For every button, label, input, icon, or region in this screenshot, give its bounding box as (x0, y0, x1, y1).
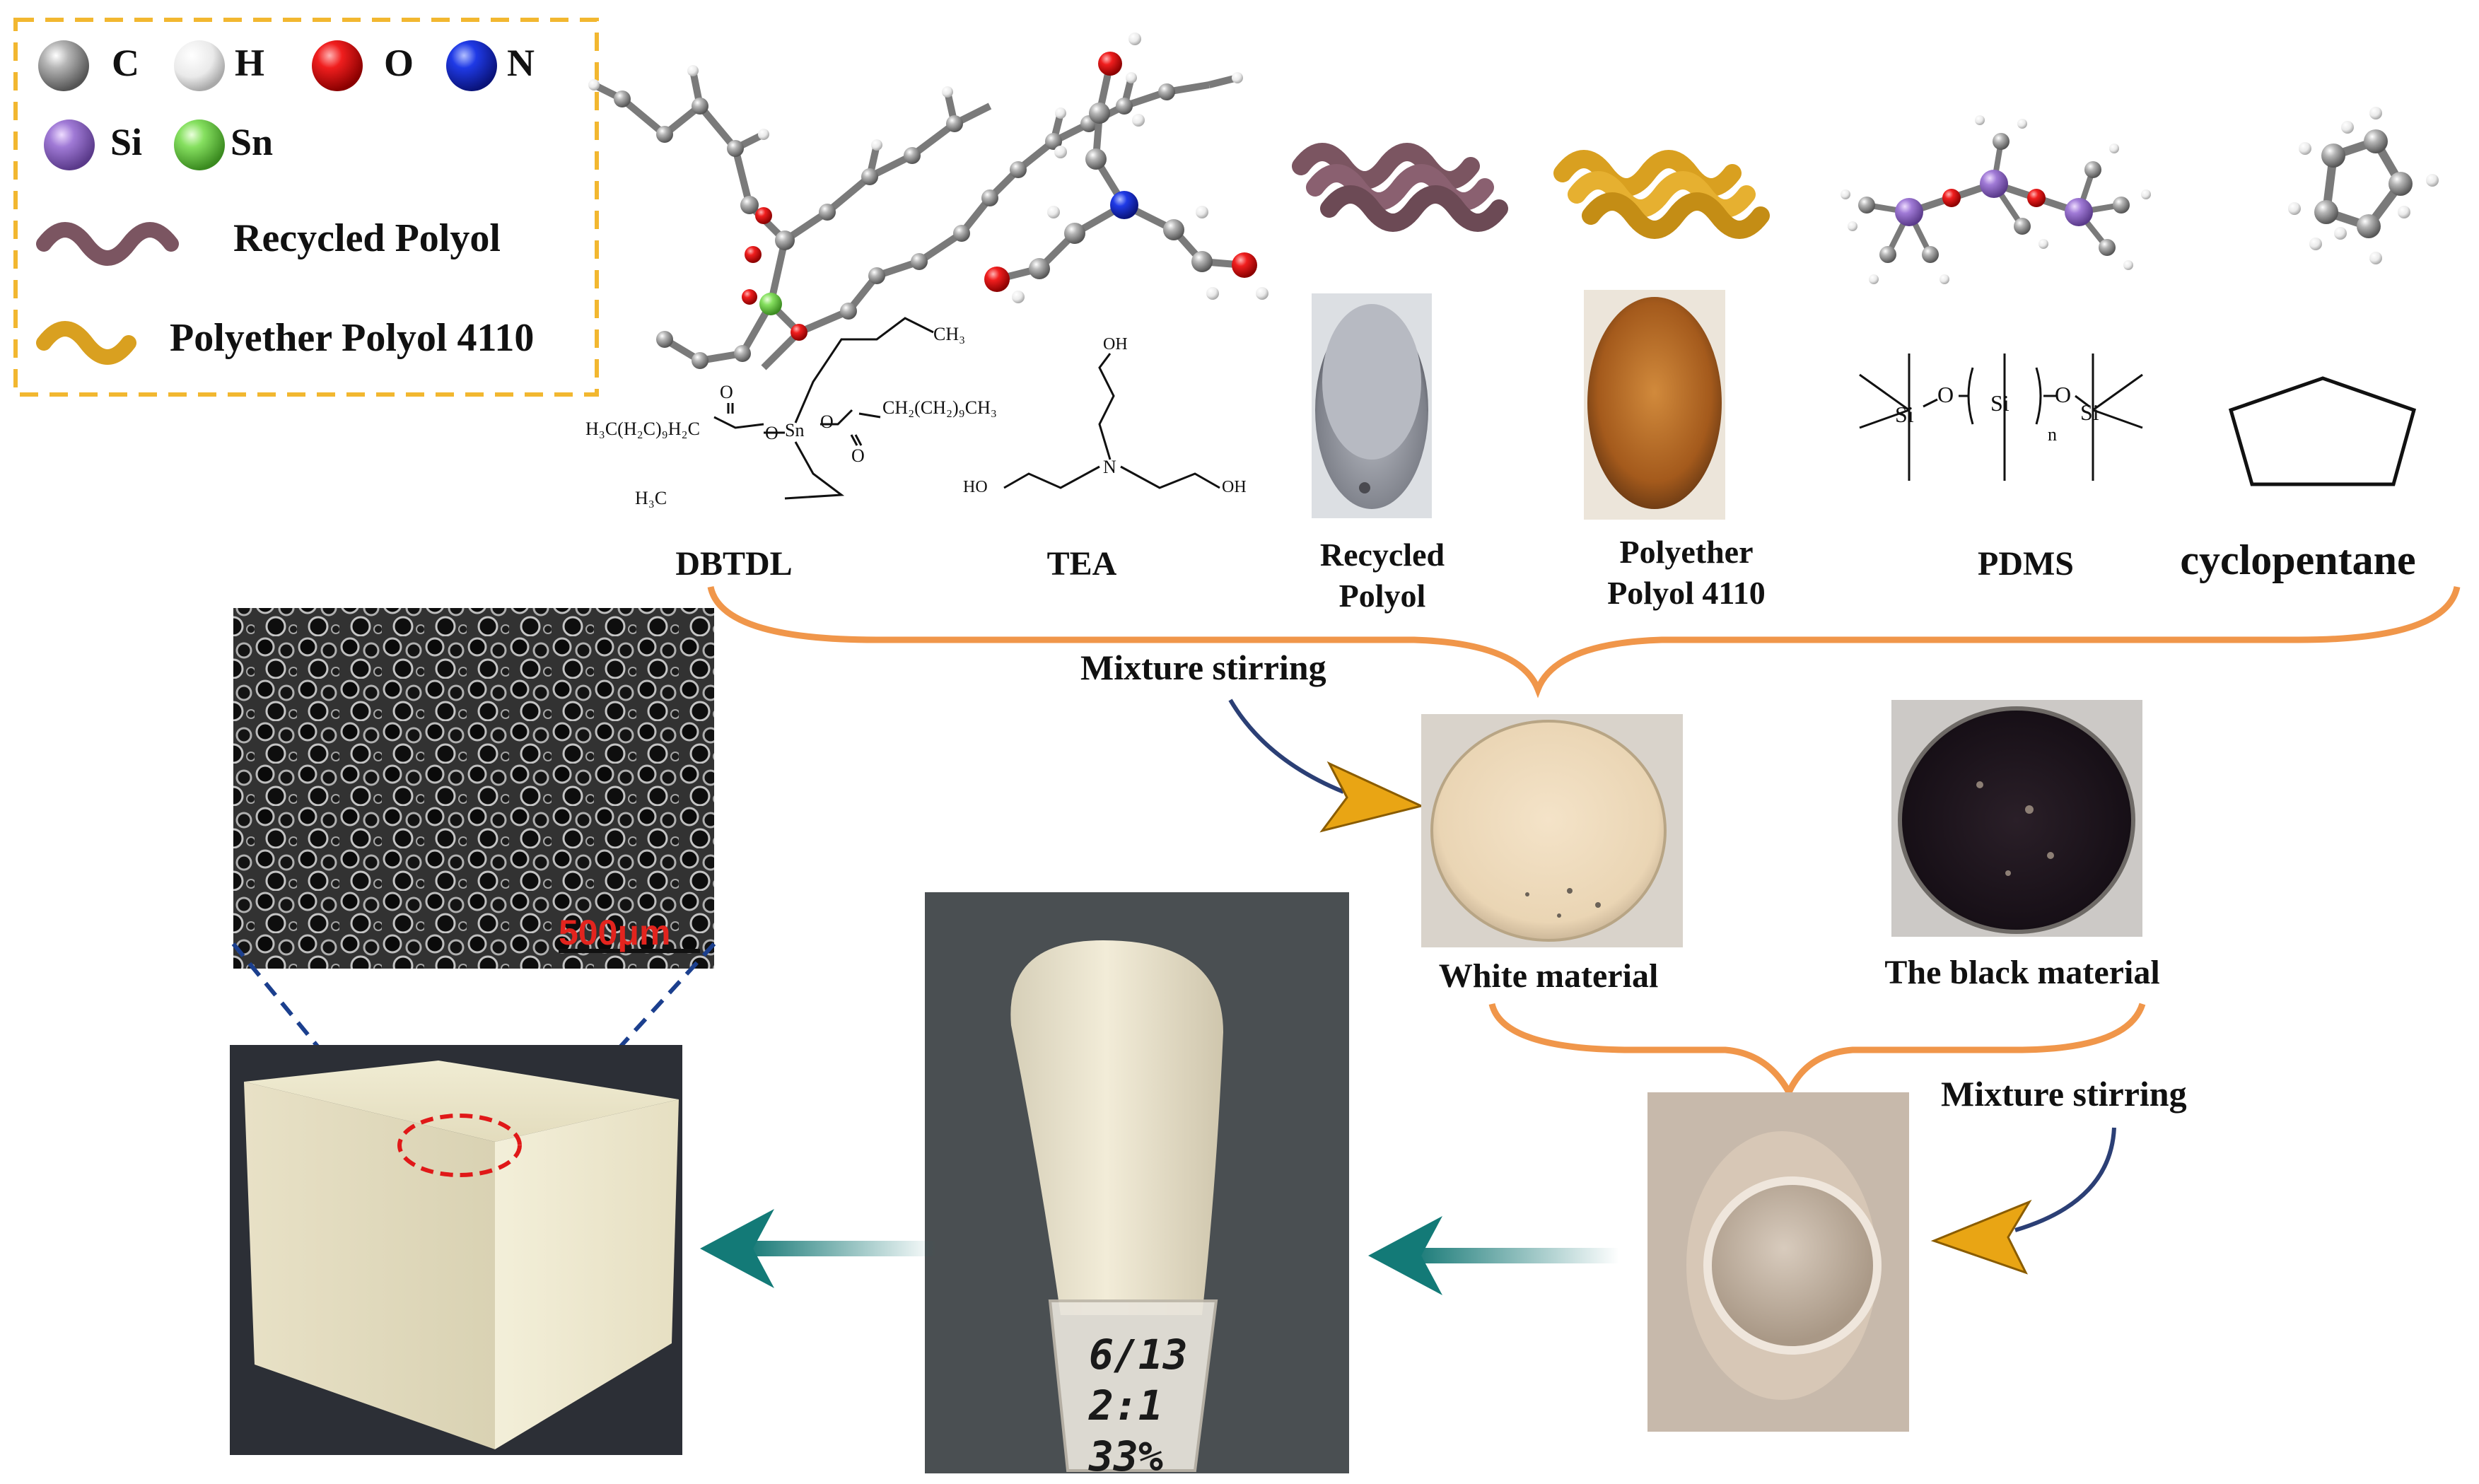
sem-micrograph (233, 608, 714, 969)
silicon-atom-icon (44, 119, 95, 170)
legend-label-o: O (384, 42, 414, 84)
dbtdl-sn: Sn (785, 420, 805, 440)
recycled-polyol-ribbon-icon (36, 222, 179, 266)
cup-label-line1: 6/13 (1089, 1331, 1188, 1379)
tea-oh-top: OH (1103, 335, 1128, 354)
dbtdl-ch3-top: CH₃ (933, 324, 966, 344)
legend-label-h: H (235, 42, 265, 84)
pdms-structure (1859, 354, 2143, 481)
dbtdl-right-chain: CH₂(CH₂)₉CH₃ (882, 397, 997, 418)
recycled-polyol-3d-model (1292, 143, 1508, 232)
dbtdl-o4: O (851, 445, 865, 466)
dbtdl-o2: O (765, 423, 778, 443)
polyether-polyol-3d-model (1553, 150, 1770, 239)
hydrogen-atom-icon (174, 40, 225, 91)
stirring-arrow-1 (1228, 699, 1345, 794)
label-polyether-polyol-line1: Polyether (1619, 534, 1754, 570)
zoom-line-right (528, 942, 716, 1147)
arrow-to-cone-shaft (1407, 1248, 1619, 1263)
tea-n: N (1103, 457, 1116, 477)
plastic-cup (1048, 1299, 1218, 1472)
label-tea: TEA (1046, 545, 1117, 583)
dbtdl-o3: O (820, 411, 834, 432)
cup-label-line3: 33% (1089, 1432, 1163, 1480)
tea-oh-right: OH (1222, 478, 1247, 496)
legend-label-n: N (507, 42, 535, 84)
label-polyether-polyol: Polyether Polyol 4110 (1607, 532, 1766, 614)
label-mixture-stirring-2: Mixture stirring (1941, 1074, 2187, 1114)
label-recycled-polyol: Recycled Polyol (1320, 534, 1445, 617)
label-recycled-polyol-line2: Polyol (1338, 578, 1426, 614)
label-pdms: PDMS (1978, 545, 2074, 583)
stirring-arrow-2-head (1930, 1199, 2032, 1275)
cyclopentane-3d-model (2288, 107, 2439, 264)
materials-merge-bracket (1488, 1003, 2146, 1100)
pdms-si-mid: Si (1990, 390, 2010, 416)
nitrogen-atom-icon (446, 40, 497, 91)
pdms-o-right: O (2055, 382, 2072, 407)
label-cyclopentane: cyclopentane (2180, 537, 2416, 583)
oxygen-atom-icon (312, 40, 363, 91)
pdms-3d-model (1841, 115, 2151, 284)
pdms-si-left: Si (1895, 402, 1914, 427)
pdms-o-left: O (1937, 382, 1954, 407)
label-polyether-polyol-line2: Polyol 4110 (1607, 575, 1766, 611)
label-recycled-polyol-line1: Recycled (1319, 537, 1445, 573)
pdms-n: n (2048, 424, 2057, 445)
arrow-to-cube-head (700, 1209, 774, 1288)
tea-ho-left: HO (963, 478, 988, 496)
sem-scale-label: 500μm (559, 913, 671, 952)
tea-3d-model (984, 33, 1268, 303)
cup-label-line2: 2:1 (1089, 1381, 1163, 1430)
arrow-to-cube-shaft (742, 1241, 937, 1256)
stirring-arrow-2 (2014, 1127, 2116, 1232)
legend-label-si: Si (110, 121, 143, 163)
dbtdl-atoms (588, 65, 1243, 369)
label-black-material: The black material (1884, 954, 2160, 991)
dbtdl-ch3-bottom: H₃C (635, 488, 667, 508)
sample-region-ellipse (397, 1114, 522, 1177)
legend-label-recycled-polyol: Recycled Polyol (233, 216, 501, 260)
reagents-merge-bracket (707, 585, 2461, 699)
pdms-si-right: Si (2080, 399, 2099, 425)
cup-handwritten-label: 6/13 2:1 33% (1089, 1329, 1188, 1482)
tea-structure (1003, 353, 1220, 489)
legend-label-polyether-polyol: Polyether Polyol 4110 (170, 316, 535, 360)
stirring-arrow-1-head (1319, 761, 1425, 833)
label-mixture-stirring-1: Mixture stirring (1080, 648, 1326, 687)
arrow-to-cone-head (1368, 1216, 1442, 1295)
dbtdl-structure (713, 317, 934, 500)
label-white-material: White material (1438, 957, 1659, 995)
cyclopentane-structure (2228, 376, 2417, 486)
dbtdl-o1: O (720, 382, 733, 402)
tin-atom-icon (174, 119, 225, 170)
polyether-polyol-ribbon-icon (36, 321, 136, 365)
carbon-atom-icon (38, 40, 89, 91)
legend-box (13, 18, 599, 397)
legend-label-sn: Sn (231, 121, 274, 163)
dbtdl-left-chain: H₃C(H₂C)₉H₂C (585, 419, 700, 439)
label-dbtdl: DBTDL (675, 545, 793, 583)
legend-label-c: C (112, 42, 139, 84)
